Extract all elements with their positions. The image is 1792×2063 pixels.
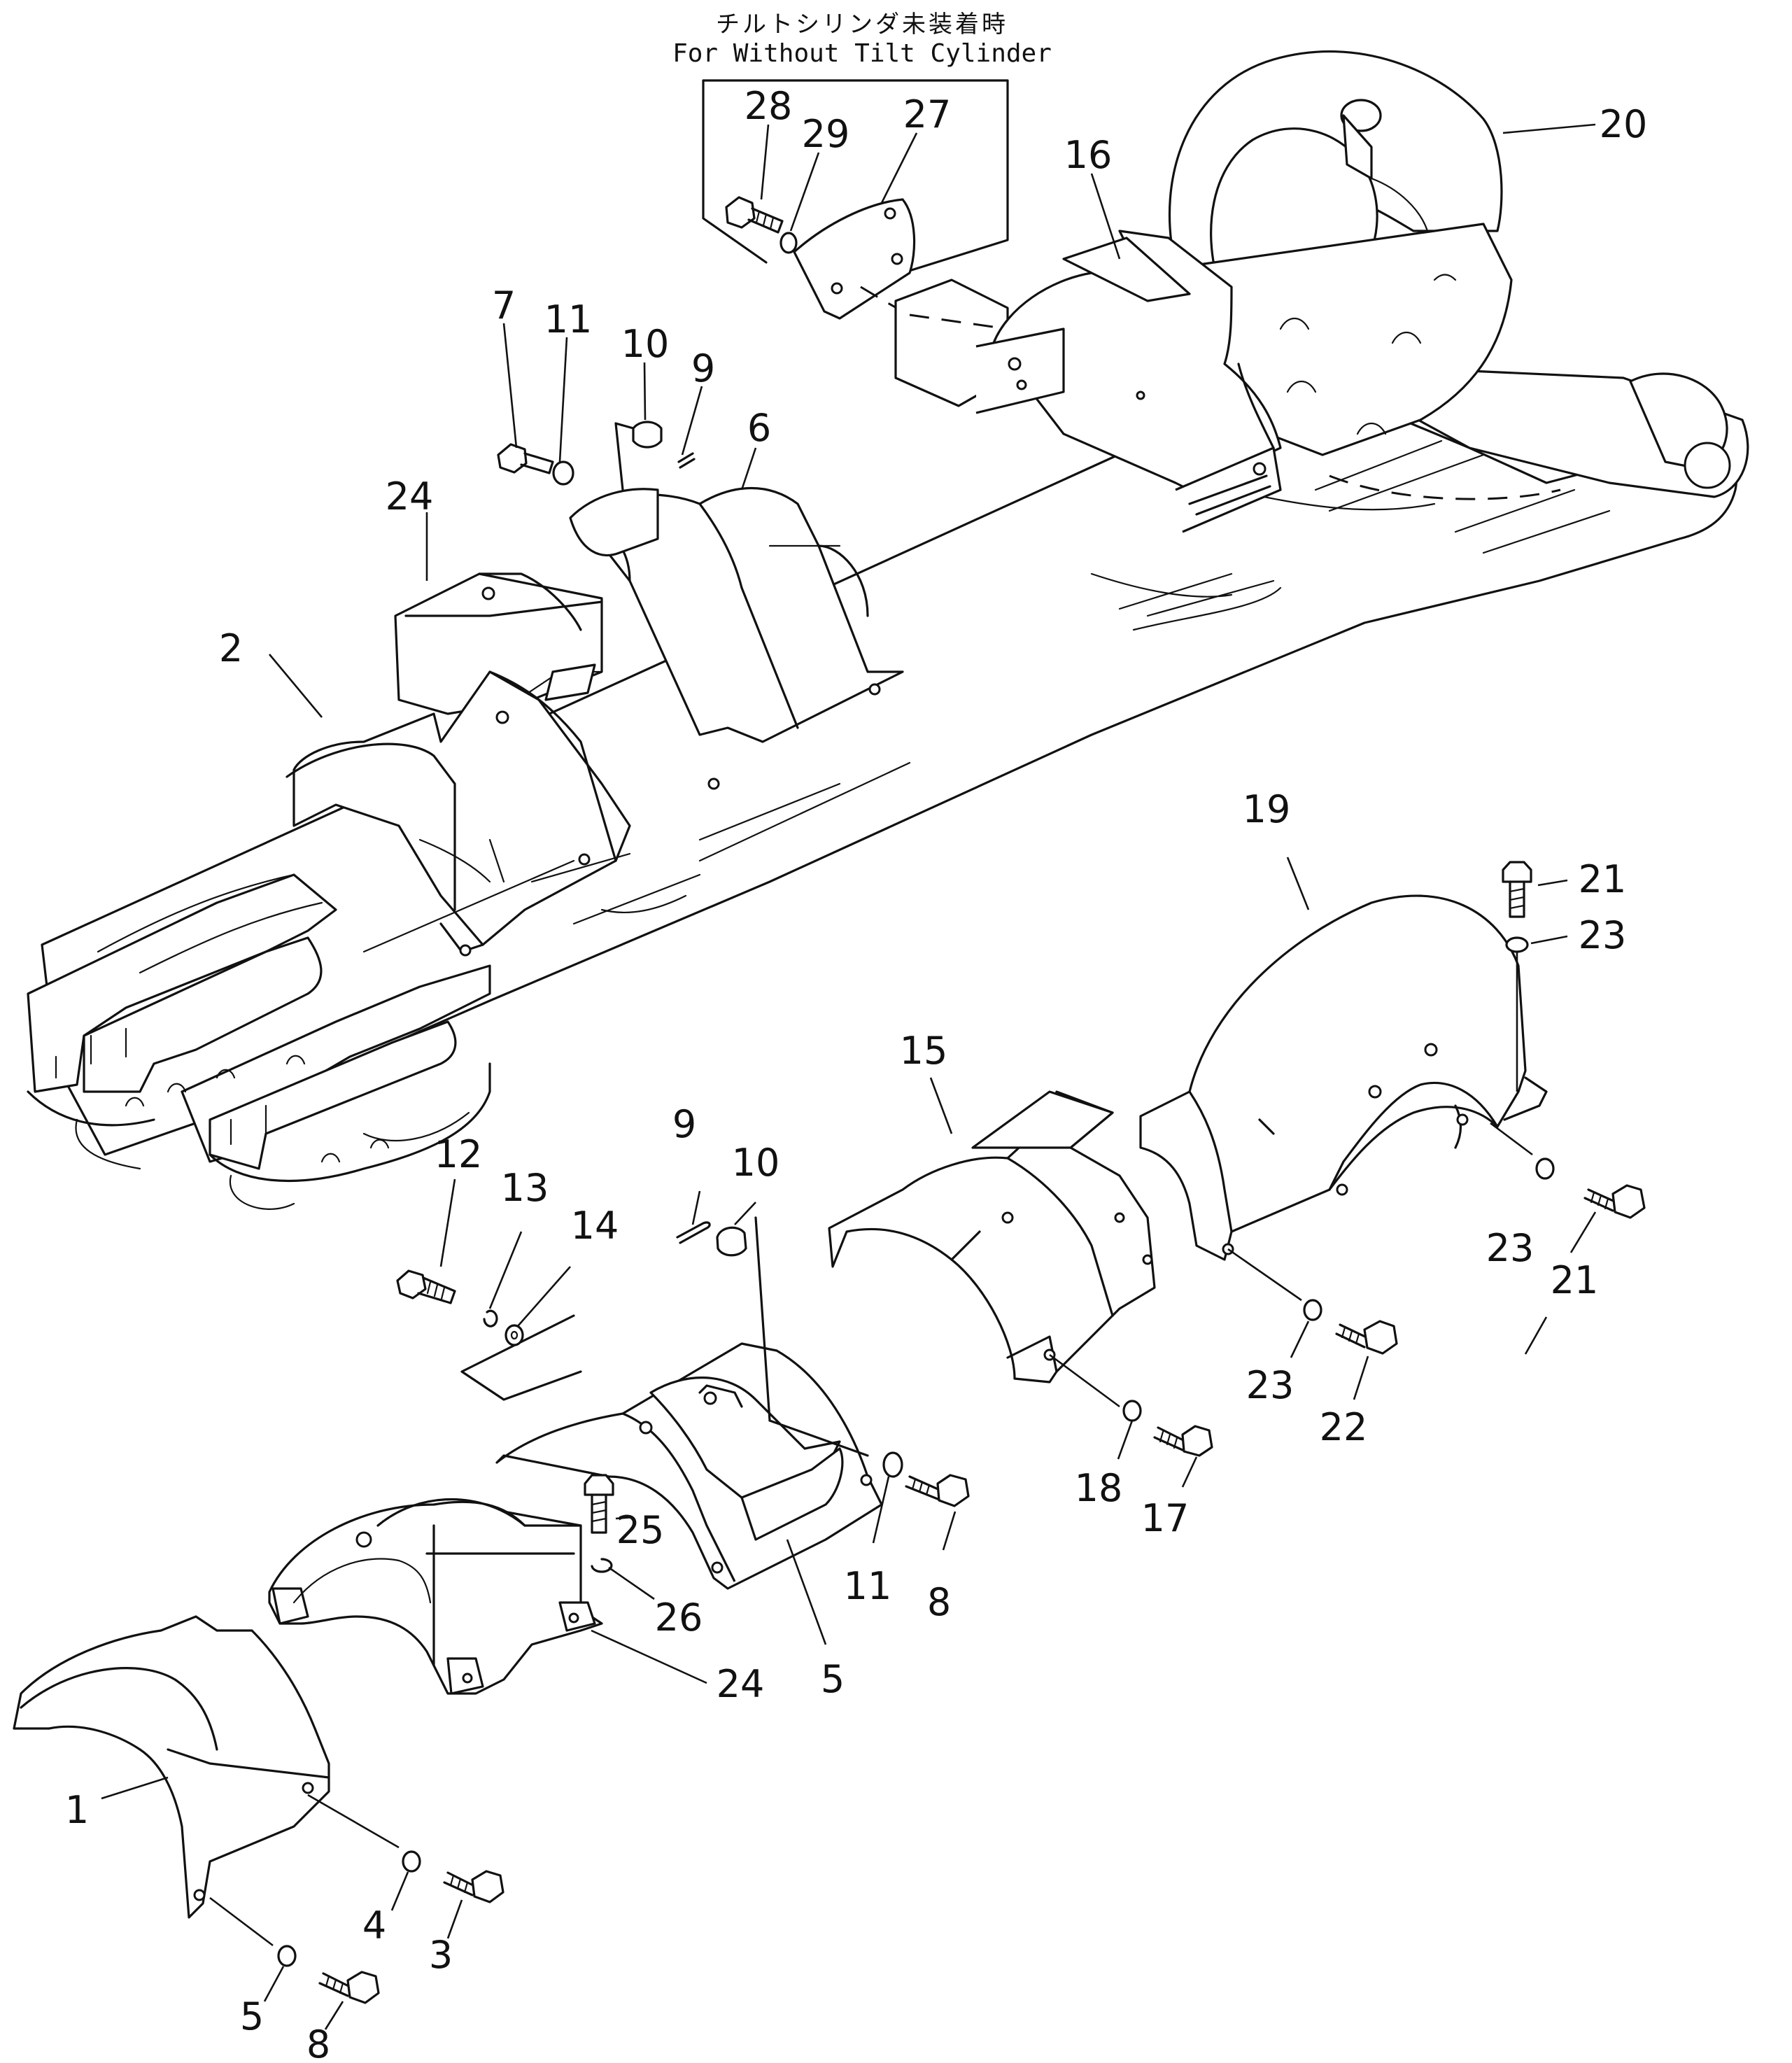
callout-23-top: 23 <box>1579 913 1627 957</box>
callout-11-lower: 11 <box>844 1564 892 1608</box>
cover-6 <box>460 1216 883 1590</box>
bolt-3-shank <box>443 1871 477 1896</box>
bolt-21-top <box>1502 861 1532 883</box>
cover-19 <box>1139 894 1548 1302</box>
callout-4: 8 <box>306 2022 330 2063</box>
bolt-22-shank <box>1335 1323 1369 1349</box>
cover-20-assembled <box>1168 50 1513 456</box>
tie-line-10 <box>754 1216 771 1422</box>
callout-11-upper: 11 <box>544 297 593 342</box>
bearing-24-assembled <box>394 572 603 715</box>
washer-23-mid <box>1303 1299 1322 1321</box>
hardware-small-parts <box>277 861 1646 2004</box>
callout-labels: 28 29 27 16 20 7 11 10 9 6 24 2 19 21 23… <box>65 84 1648 2063</box>
bolt-25 <box>584 1474 614 1496</box>
callout-22: 22 <box>1320 1405 1368 1449</box>
washer-18 <box>1122 1400 1142 1422</box>
cover-1 <box>13 1615 400 1947</box>
callout-5-b: 5 <box>240 1994 264 2039</box>
bolt-12 <box>396 1269 427 1300</box>
washer-23-right <box>1535 1157 1555 1180</box>
bolt-28 <box>725 196 784 234</box>
bolt-17-shank <box>1153 1426 1187 1451</box>
callout-26: 26 <box>655 1596 703 1640</box>
inset-frame <box>702 79 1009 299</box>
callout-24-upper: 24 <box>386 474 434 519</box>
callout-12: 12 <box>435 1132 483 1176</box>
bolt-8-upper <box>497 443 528 474</box>
cover-16-assembled <box>975 230 1282 533</box>
callout-23-right: 23 <box>1486 1226 1535 1270</box>
washer-5-a <box>402 1850 421 1873</box>
callout-28: 28 <box>745 84 793 128</box>
callout-9-lower: 9 <box>672 1102 696 1146</box>
callout-21-right: 21 <box>1551 1258 1599 1302</box>
callout-10-lower: 10 <box>732 1141 780 1185</box>
washer-29 <box>779 232 798 254</box>
cover-15 <box>828 1090 1156 1408</box>
washer-11-lower <box>882 1451 903 1478</box>
nut-10-upper <box>632 421 663 449</box>
callout-10-upper: 10 <box>621 322 670 366</box>
callout-3: 3 <box>429 1933 453 1977</box>
callout-29: 29 <box>802 112 850 156</box>
callout-14: 14 <box>571 1204 619 1248</box>
bolt-8-lower-shank <box>905 1475 943 1500</box>
main-frame-assembly <box>27 50 1749 1210</box>
callout-8-lower: 8 <box>927 1580 951 1624</box>
callout-27: 27 <box>903 92 952 136</box>
callout-25: 25 <box>616 1508 665 1552</box>
bearing-24-lower <box>268 1498 603 1695</box>
washer-5-b <box>277 1945 297 1967</box>
callout-21-top: 21 <box>1579 857 1627 901</box>
callout-9-upper: 9 <box>691 346 715 390</box>
front-arms <box>27 761 911 1210</box>
callout-5-a: 4 <box>362 1903 386 1948</box>
callout-23-mid: 23 <box>1246 1363 1294 1407</box>
callout-6: 5 <box>821 1657 845 1701</box>
callout-17: 17 <box>1141 1496 1190 1540</box>
callout-2: 2 <box>219 626 243 670</box>
plate-27 <box>793 198 916 320</box>
callout-18: 18 <box>1075 1466 1123 1510</box>
note-japanese: チルトシリンダ未装着時 <box>716 10 1008 38</box>
pin-9-upper <box>677 452 696 469</box>
washer-13 <box>483 1309 498 1328</box>
callout-24-lower: 24 <box>717 1662 765 1706</box>
upper-small-parts <box>497 421 696 556</box>
callout-15: 15 <box>900 1029 948 1073</box>
cover-2-assembled <box>285 670 631 957</box>
washer-14 <box>505 1324 524 1346</box>
callout-16: 16 <box>1064 133 1113 177</box>
bolt-21-right-shank <box>1583 1188 1618 1212</box>
callout-8-upper: 7 <box>492 283 516 328</box>
callout-19: 19 <box>1243 787 1291 831</box>
washer-11-upper <box>552 460 574 486</box>
callout-20: 20 <box>1600 102 1648 146</box>
note-english: For Without Tilt Cylinder <box>672 39 1052 68</box>
callout-1: 1 <box>65 1788 89 1832</box>
bolt-4-shank <box>318 1972 353 1997</box>
pin-9-lower <box>676 1221 711 1244</box>
washer-23-top <box>1505 936 1529 953</box>
callout-7: 6 <box>747 406 771 450</box>
plate-7-tab <box>569 488 659 556</box>
inset-note: チルトシリンダ未装着時 For Without Tilt Cylinder <box>672 10 1052 320</box>
washer-26 <box>591 1558 613 1573</box>
leader-lines <box>101 123 1597 2030</box>
nut-10-lower <box>716 1226 747 1257</box>
callout-13: 13 <box>501 1166 549 1210</box>
